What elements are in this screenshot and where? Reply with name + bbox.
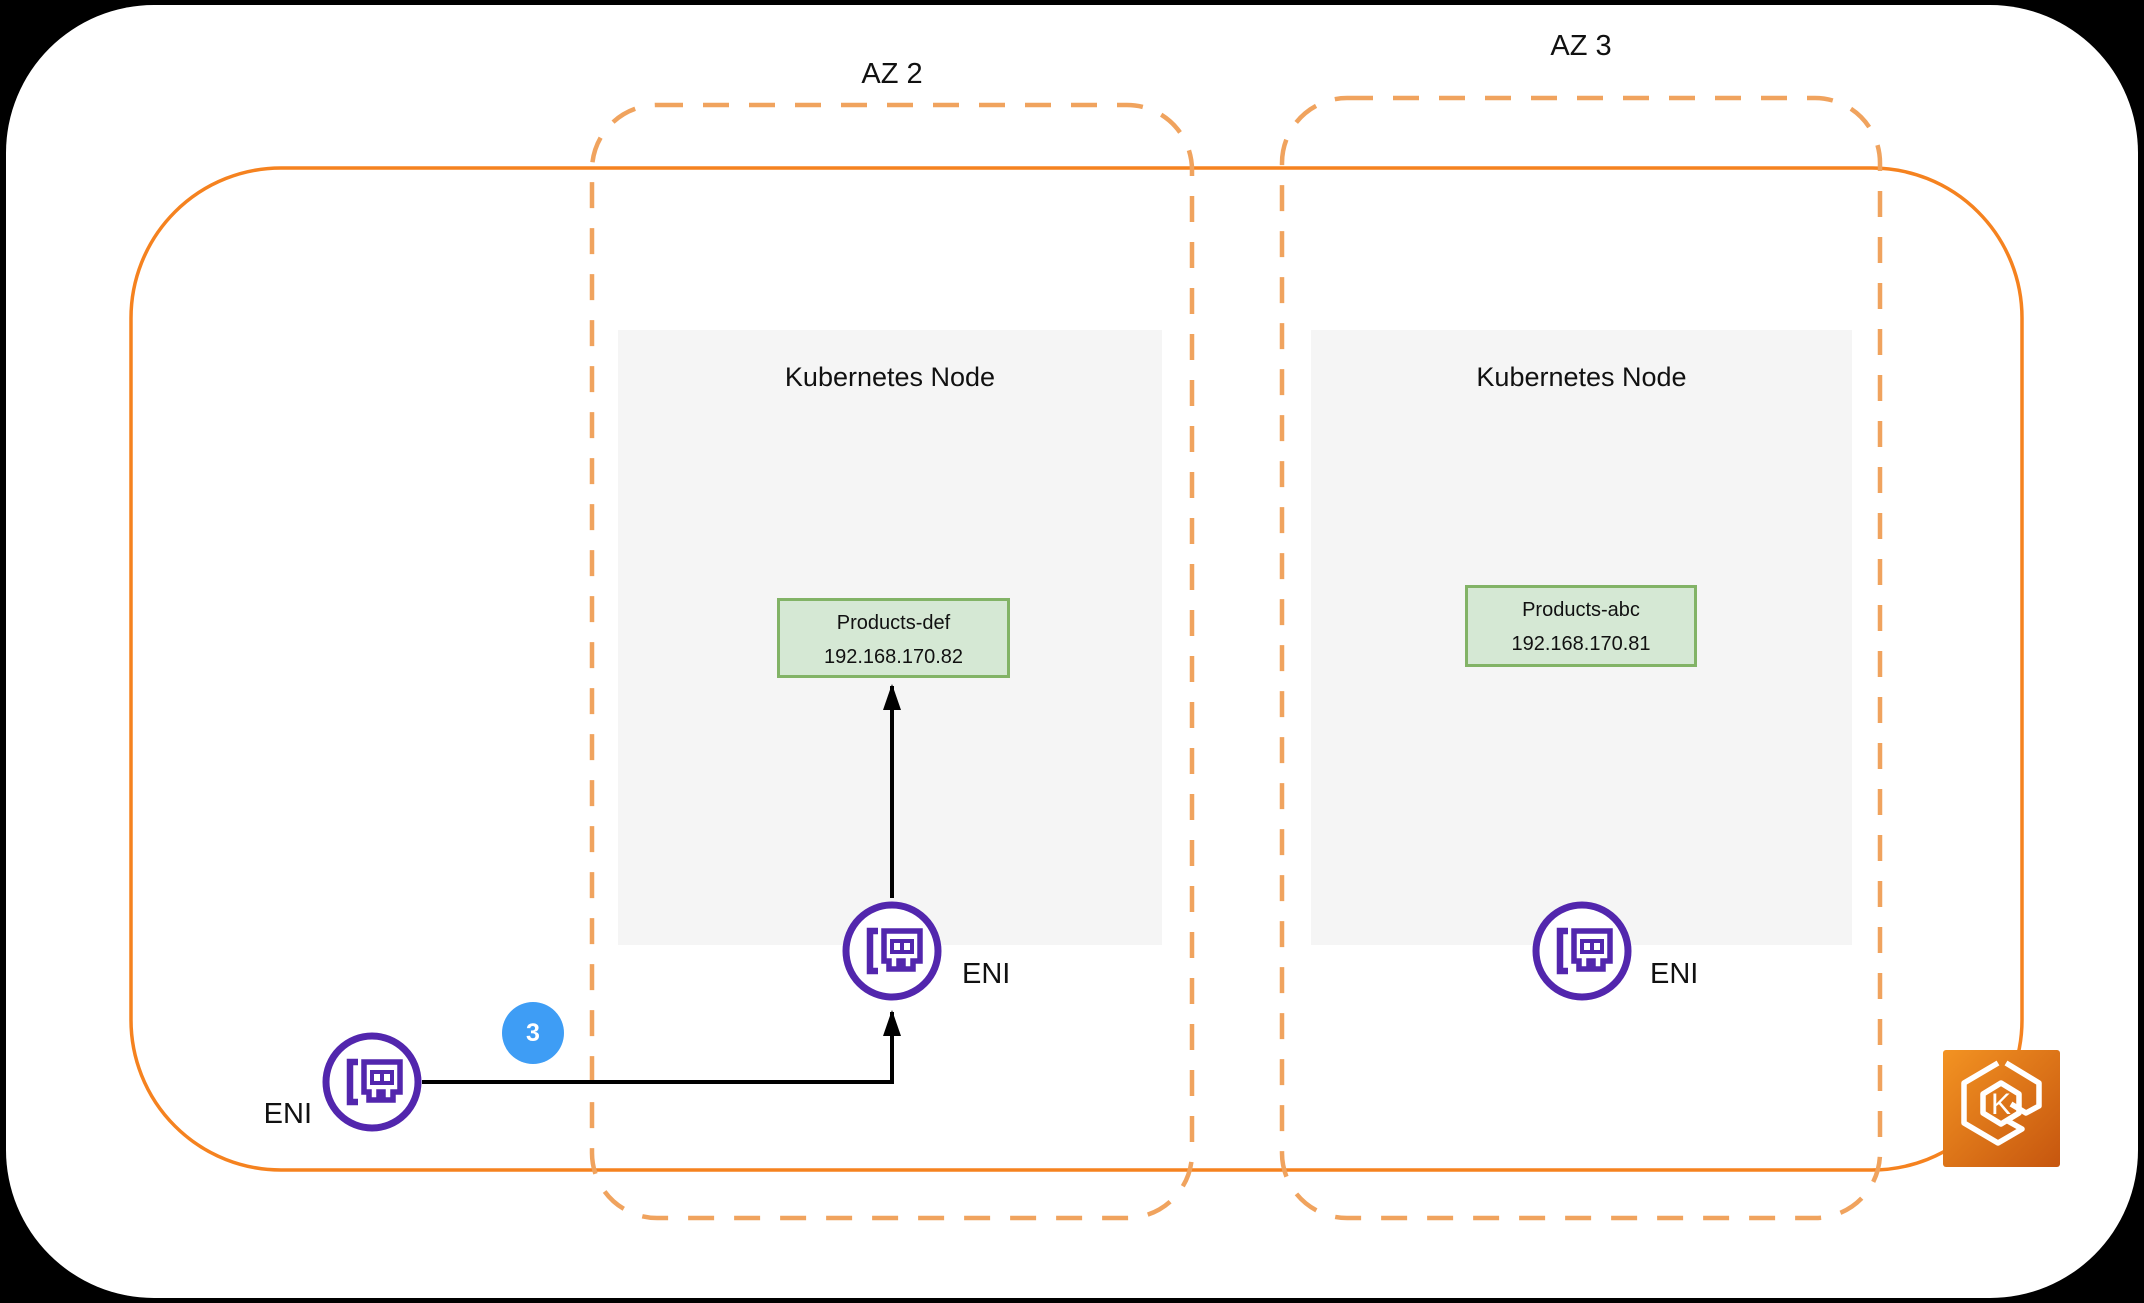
node-title: Kubernetes Node [1476, 362, 1687, 392]
step-3-badge: 3 [502, 1002, 564, 1064]
eni-icon-az3 [1530, 899, 1634, 1003]
kubernetes-node-az3: Kubernetes Node [1311, 330, 1852, 945]
eni-label: ENI [962, 958, 1011, 990]
az3-label: AZ 3 [1550, 30, 1612, 62]
pod-name: Products-abc [1522, 599, 1640, 621]
az2-boundary [589, 102, 1195, 1221]
eks-cluster-boundary [129, 166, 2024, 1172]
eks-logo-icon: K [1943, 1050, 2060, 1167]
pod-products-def: Products-def 192.168.170.82 [777, 598, 1010, 678]
eni-icon-az2 [840, 899, 944, 1003]
pod-products-abc: Products-abc 192.168.170.81 [1465, 585, 1697, 667]
az3-boundary [1279, 95, 1883, 1221]
eni-label: ENI [263, 1098, 312, 1130]
az2-label: AZ 2 [861, 58, 923, 90]
arrow-external-eni-to-az2-eni [422, 1010, 901, 1084]
node-title: Kubernetes Node [784, 362, 996, 392]
eks-logo-letter: K [1991, 1088, 2011, 1121]
pod-ip: 192.168.170.82 [823, 646, 964, 668]
step-3-badge-number: 3 [526, 1018, 540, 1047]
eni-label: ENI [1650, 958, 1699, 990]
pod-name: Products-def [836, 612, 951, 634]
eni-icon-external [320, 1030, 424, 1134]
pod-ip: 192.168.170.81 [1511, 633, 1651, 655]
